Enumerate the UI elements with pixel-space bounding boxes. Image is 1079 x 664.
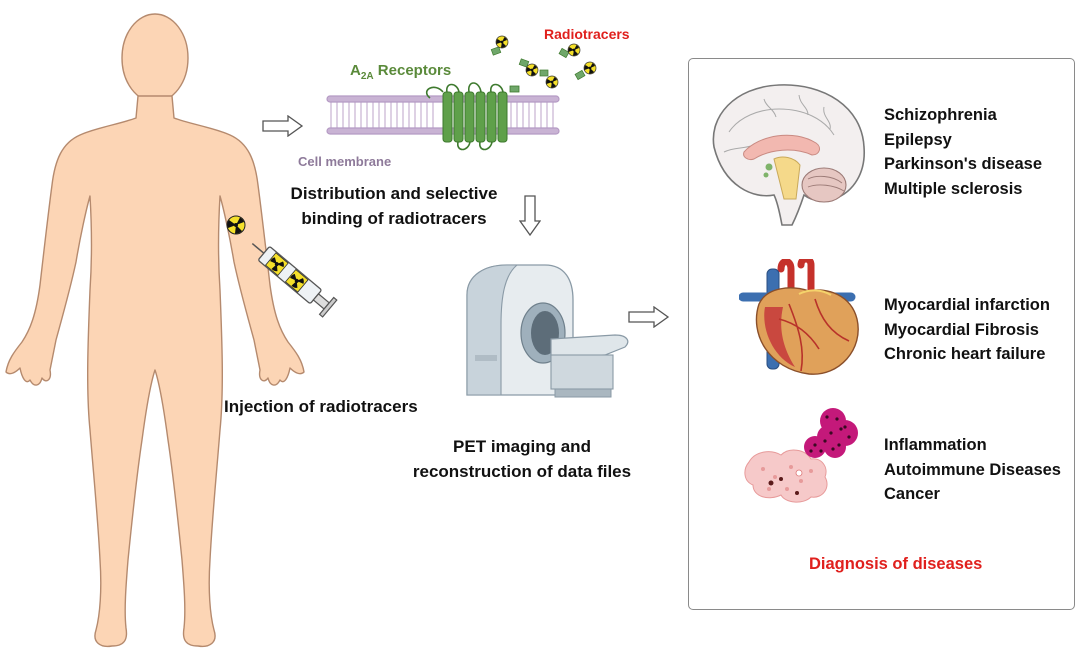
a2a-receptors-label: A2A Receptors [350,62,452,82]
disease-item: Myocardial infarction [884,296,1050,314]
disease-item: Multiple sclerosis [884,179,1023,198]
diagnosis-footer-label: Diagnosis of diseases [809,555,983,573]
syringe-icon [226,215,338,318]
heart-disease-list: Myocardial infarction Myocardial Fibrosi… [884,293,1050,367]
brain-disease-list: Schizophrenia Epilepsy Parkinson's disea… [884,103,1042,201]
radiotracer-molecules [490,35,597,89]
cell-membrane-label: Cell membrane [298,154,392,169]
disease-item: Autoimmune Diseases [884,460,1061,479]
distribution-label: Distribution and selective binding of ra… [290,184,498,228]
arrow-right-icon [262,115,304,137]
disease-item: Inflammation [884,436,987,454]
injection-label: Injection of radiotracers [224,397,418,416]
disease-item: Parkinson's disease [884,155,1043,173]
disease-item: Chronic heart failure [884,345,1046,363]
brain-icon [712,84,865,226]
pet-imaging-label: PET imaging and reconstruction of data f… [412,437,632,481]
cell-membrane-diagram [326,82,560,151]
human-body-figure [5,13,305,648]
arrow-down-icon [519,195,541,237]
disease-item: Cancer [884,485,940,503]
immune-disease-list: Inflammation Autoimmune Diseases Cancer [884,433,1061,507]
cell-icon [744,408,858,503]
disease-item: Schizophrenia [884,106,997,124]
radiotracers-label: Radiotracers [544,26,630,42]
arrow-right-icon [628,306,670,328]
disease-item: Myocardial Fibrosis [884,320,1039,339]
disease-item: Epilepsy [884,130,952,149]
heart-icon [739,259,859,375]
pet-scanner-icon [466,264,629,398]
diagnosis-panel: Schizophrenia Epilepsy Parkinson's disea… [688,58,1075,610]
